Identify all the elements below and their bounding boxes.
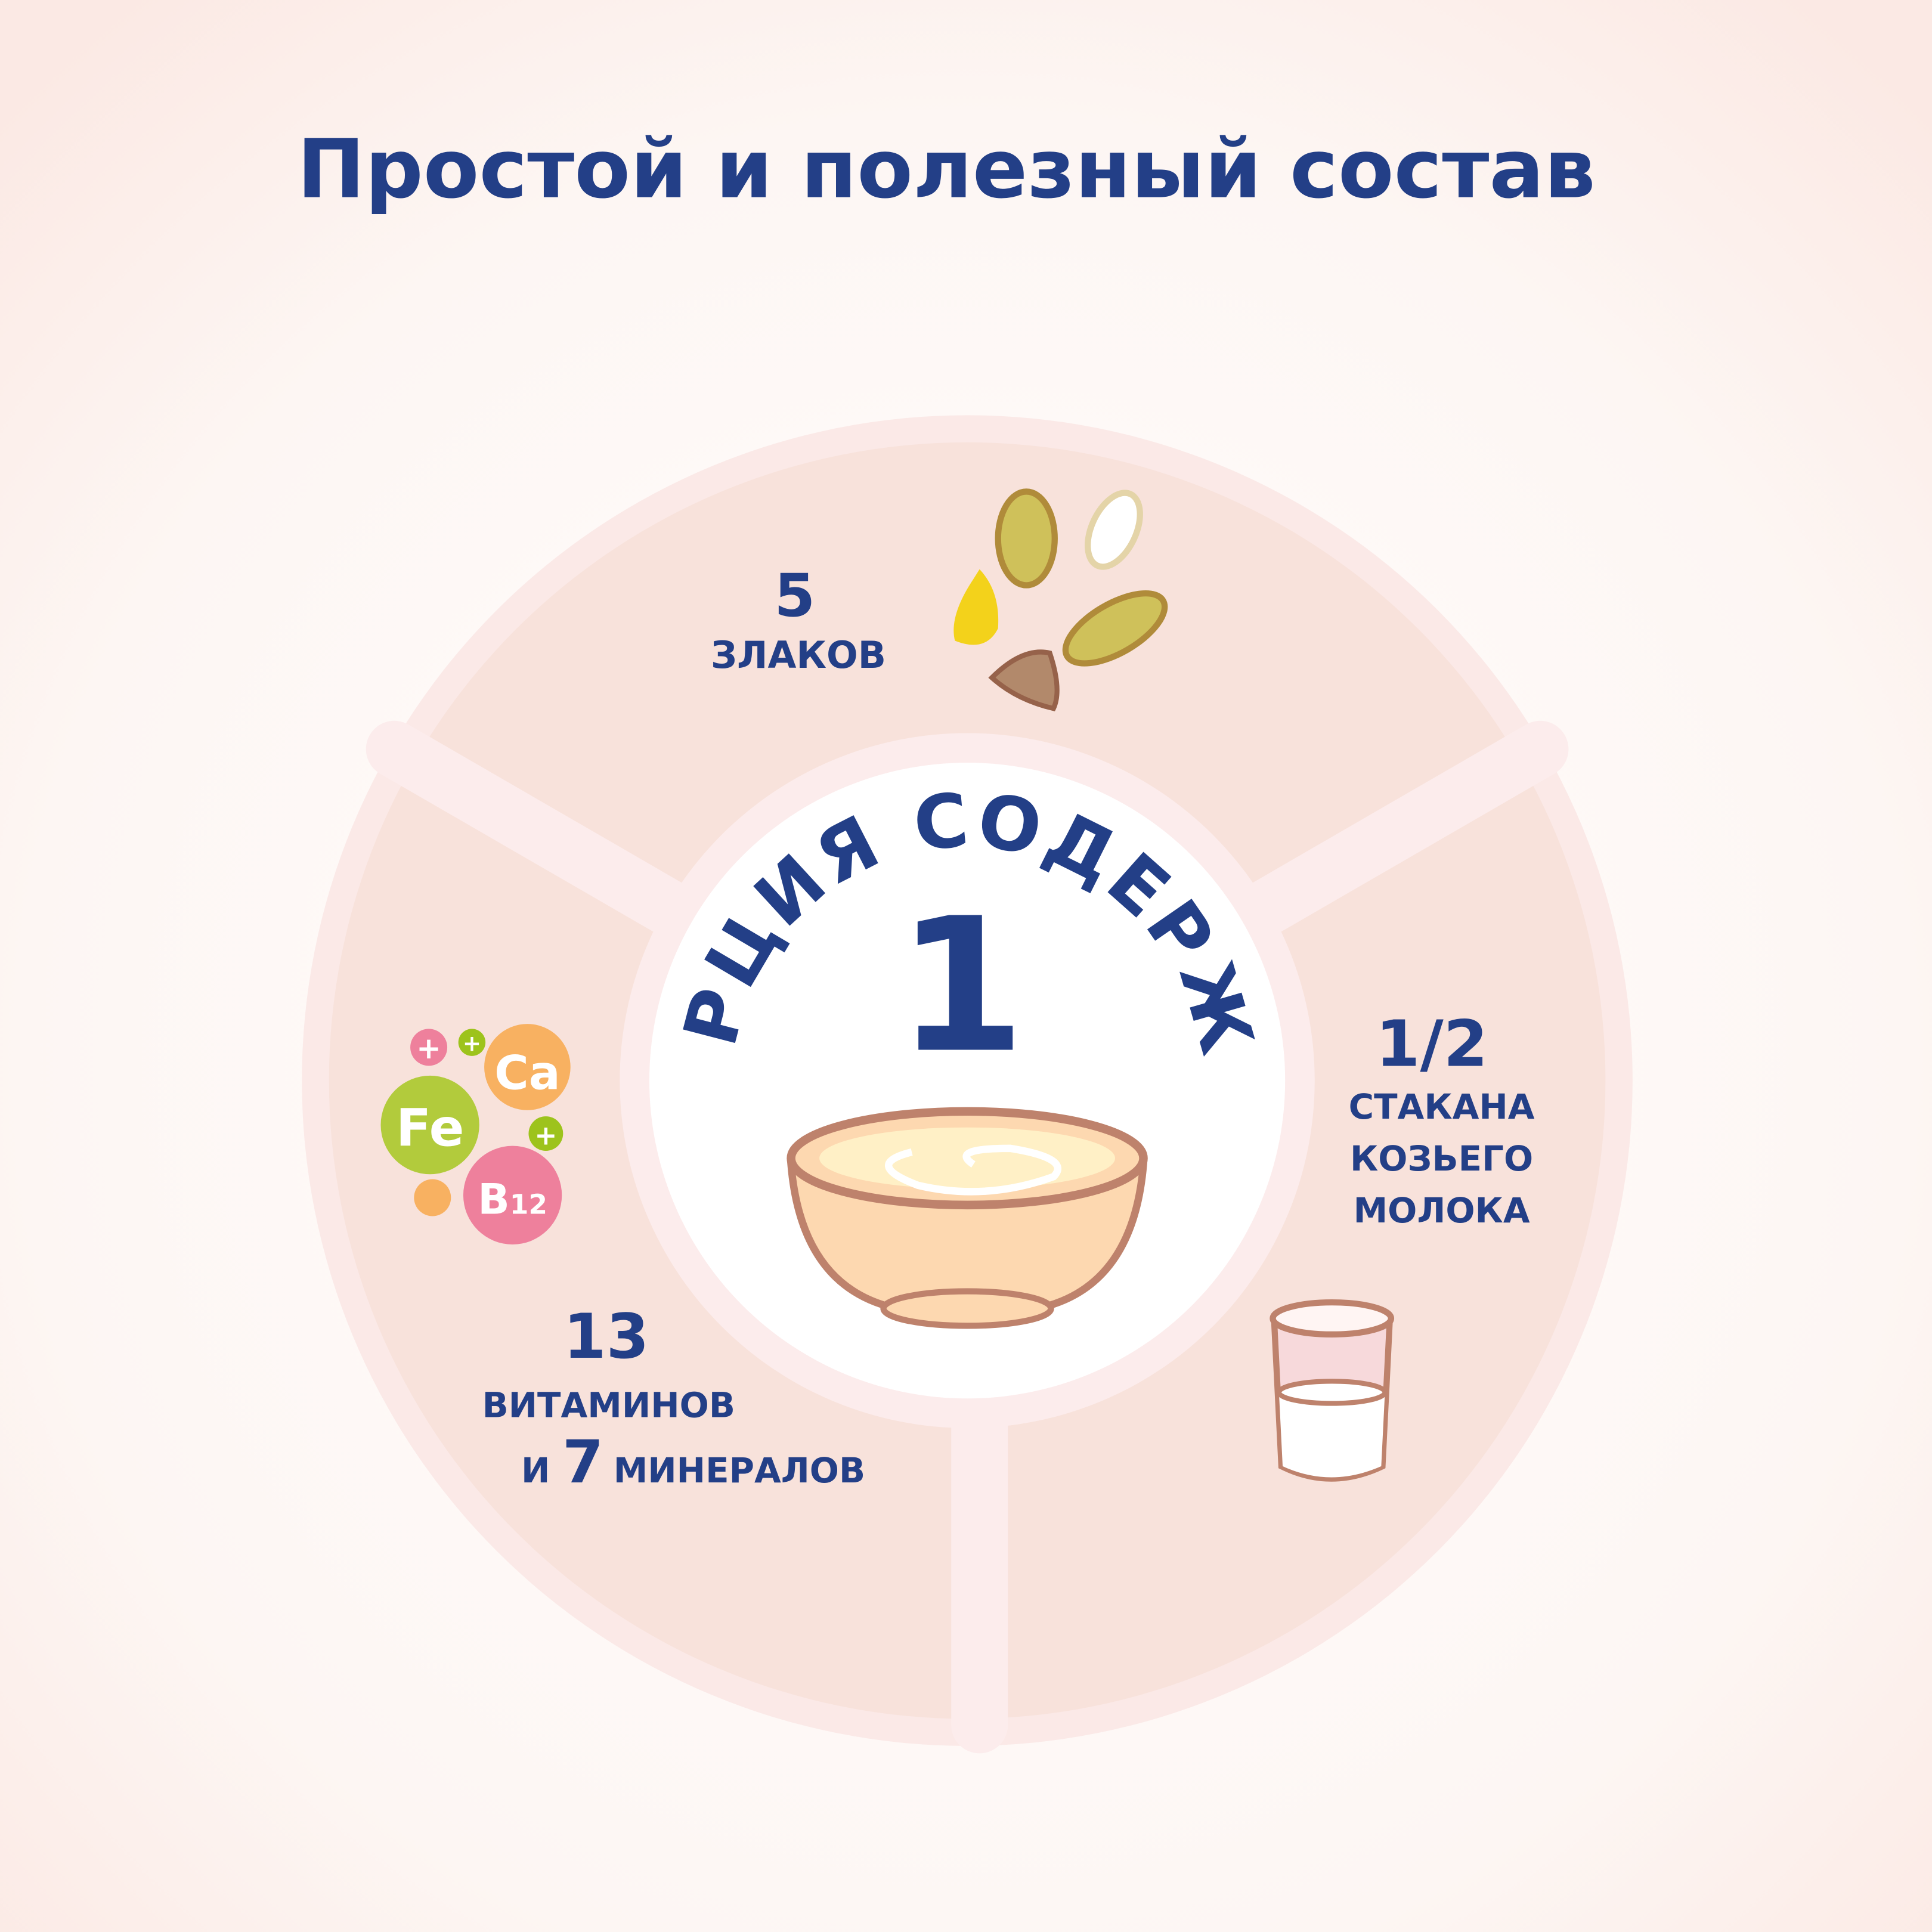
dot-icon (414, 1179, 451, 1216)
svg-text:+: + (463, 1030, 481, 1057)
svg-text:МОЛОКА: МОЛОКА (1354, 1190, 1530, 1231)
segment-milk: 1/2 СТАКАНА КОЗЬЕГО МОЛОКА (1270, 1007, 1535, 1482)
b12-badge (463, 1145, 562, 1244)
iron-badge (380, 1075, 479, 1175)
svg-text:+: + (416, 1031, 441, 1066)
segment-cereals: 5 ЗЛАКОВ (711, 488, 1168, 711)
plus-icon (528, 1116, 564, 1151)
glass-of-milk-icon (1270, 1299, 1395, 1482)
bowl-icon (787, 1107, 1148, 1329)
svg-text:ВИТАМИНОВ: ВИТАМИНОВ (482, 1385, 735, 1425)
svg-text:1/2: 1/2 (1376, 1007, 1488, 1081)
svg-text:5: 5 (774, 562, 815, 630)
svg-text:КОЗЬЕГО: КОЗЬЕГО (1350, 1138, 1533, 1179)
svg-text:13: 13 (564, 1301, 649, 1373)
svg-text:B12: B12 (478, 1175, 547, 1224)
page-title: Простой и полезный состав (297, 122, 1596, 217)
plus-icon (410, 1029, 448, 1066)
svg-text:Ca: Ca (494, 1046, 561, 1101)
calcium-badge (484, 1024, 571, 1110)
svg-text:ЗЛАКОВ: ЗЛАКОВ (711, 633, 886, 677)
grains-icon (953, 488, 1168, 711)
plus-icon (458, 1029, 486, 1056)
svg-text:СТАКАНА: СТАКАНА (1349, 1086, 1535, 1127)
center-number: 1 (897, 879, 1026, 1094)
svg-text:+: + (534, 1120, 557, 1151)
svg-text:Fe: Fe (396, 1098, 465, 1159)
